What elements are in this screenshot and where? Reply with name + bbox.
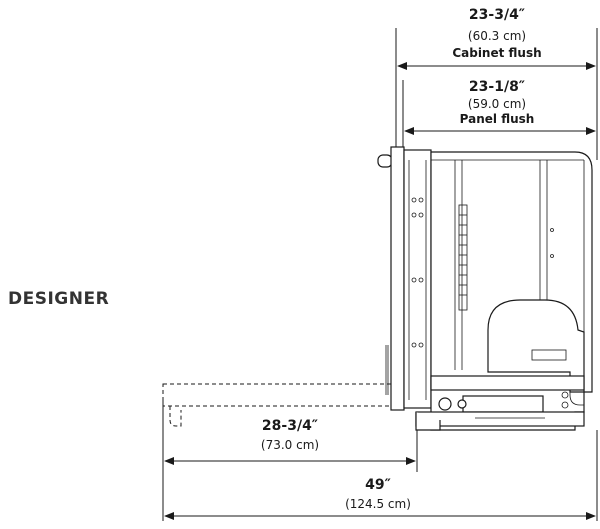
open-door-handle bbox=[169, 406, 182, 427]
door-front-panel bbox=[390, 146, 405, 411]
base-rail bbox=[415, 411, 585, 427]
panel-flush-label: Panel flush bbox=[460, 112, 535, 126]
door-spring bbox=[458, 204, 468, 311]
overall-dimension: 49″ (124.5 cm) bbox=[164, 430, 598, 521]
door-screw bbox=[411, 342, 417, 348]
dishwasher-body bbox=[377, 146, 593, 431]
pump-housing bbox=[487, 299, 585, 393]
front-leg-small bbox=[457, 399, 467, 409]
door-screw bbox=[418, 277, 424, 283]
door-screw bbox=[418, 212, 424, 218]
door-open-metric: (73.0 cm) bbox=[261, 438, 319, 452]
cabinet-flush-imperial: 23-3/4″ bbox=[469, 7, 525, 23]
cabinet-flush-metric: (60.3 cm) bbox=[468, 29, 526, 43]
model-label: DESIGNER bbox=[8, 289, 109, 309]
door-screw bbox=[411, 212, 417, 218]
door-screw bbox=[411, 197, 417, 203]
door-handle bbox=[377, 154, 393, 168]
base-frame-top bbox=[430, 375, 585, 391]
panel-flush-imperial: 23-1/8″ bbox=[469, 79, 525, 95]
cabinet-flush-label: Cabinet flush bbox=[452, 46, 541, 60]
overall-metric: (124.5 cm) bbox=[345, 497, 411, 511]
pump-plate bbox=[531, 349, 567, 361]
door-screw bbox=[418, 342, 424, 348]
overall-imperial: 49″ bbox=[365, 477, 391, 493]
door-screw bbox=[418, 197, 424, 203]
front-foot bbox=[415, 412, 441, 431]
door-screw bbox=[411, 277, 417, 283]
base-bracket bbox=[462, 395, 544, 413]
cabinet-flush-dimension: 23-3/4″ (60.3 cm) Cabinet flush bbox=[395, 7, 598, 160]
door-open-imperial: 28-3/4″ bbox=[262, 418, 318, 434]
open-door-panel bbox=[162, 383, 392, 407]
panel-flush-dimension: 23-1/8″ (59.0 cm) Panel flush bbox=[402, 79, 596, 150]
front-leg bbox=[438, 397, 452, 411]
panel-flush-metric: (59.0 cm) bbox=[468, 97, 526, 111]
door-inner-panel bbox=[403, 149, 432, 409]
